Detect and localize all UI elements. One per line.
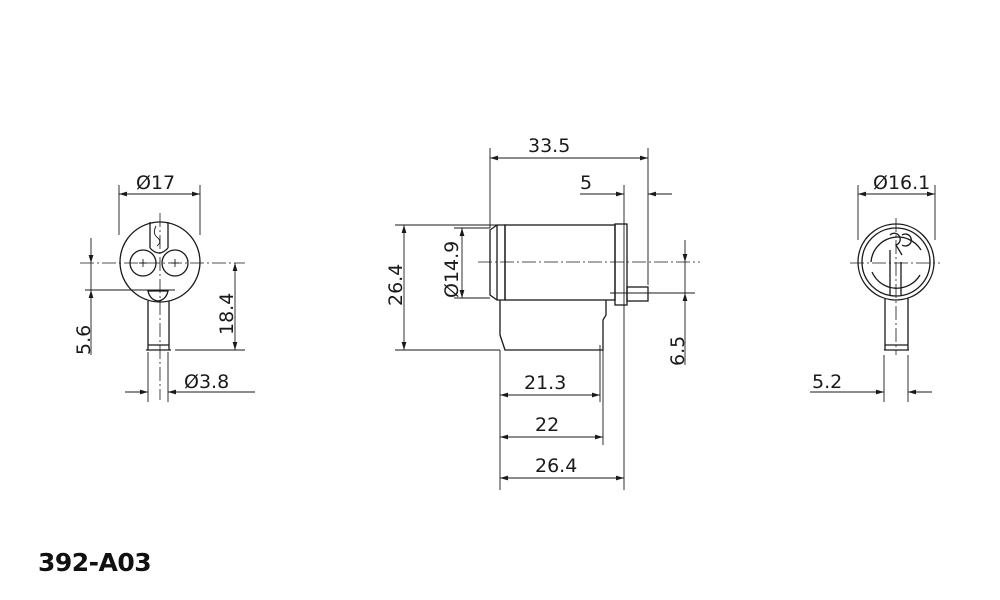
dim-pin-offset: 6.5 xyxy=(667,336,689,366)
side-view-dimensions: 33.5 5 26.4 Ø14.9 6.5 21.3 22 26.4 xyxy=(385,135,695,490)
dim-len-c: 26.4 xyxy=(535,455,577,477)
dim-shaft-width: 5.2 xyxy=(812,371,842,393)
rear-view xyxy=(850,218,940,355)
dim-rear-diameter: Ø16.1 xyxy=(873,172,930,194)
dim-len-b: 22 xyxy=(535,414,559,436)
dim-front-offset: 5.6 xyxy=(73,325,95,355)
front-view xyxy=(80,213,245,400)
rear-view-dimensions: Ø16.1 5.2 xyxy=(810,172,936,402)
side-view xyxy=(478,223,700,351)
dim-body-diameter: Ø14.9 xyxy=(441,241,463,298)
dim-overall-length: 33.5 xyxy=(528,135,570,157)
screw-icon xyxy=(161,249,189,277)
dim-pin-length: 5 xyxy=(580,172,592,194)
dim-front-diameter: Ø17 xyxy=(136,172,175,194)
front-view-dimensions: Ø17 5.6 18.4 Ø3.8 xyxy=(73,172,255,402)
dim-len-a: 21.3 xyxy=(524,372,566,394)
dim-side-height: 26.4 xyxy=(385,264,407,306)
dim-front-height: 18.4 xyxy=(216,293,238,335)
part-number-title: 392-A03 xyxy=(38,548,152,577)
dim-pin-diameter: Ø3.8 xyxy=(184,371,229,393)
